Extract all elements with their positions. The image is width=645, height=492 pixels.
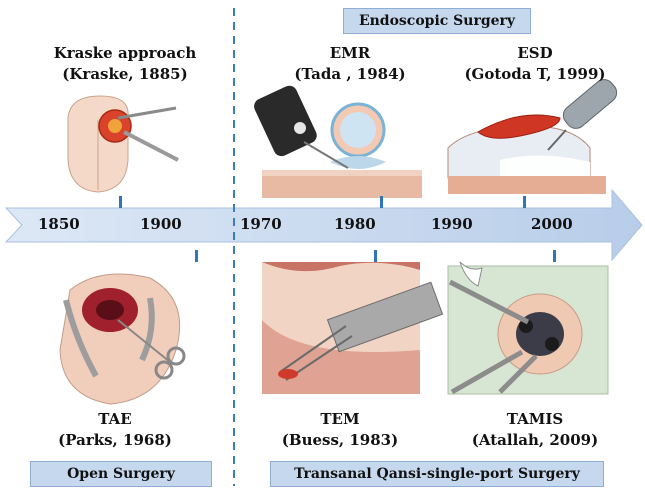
emr-illustration bbox=[251, 83, 422, 198]
tem-ref: (Buess, 1983) bbox=[270, 431, 410, 450]
esd-illustration bbox=[448, 76, 621, 194]
esd-ref: (Gotoda T, 1999) bbox=[455, 65, 615, 84]
kraske-tick bbox=[119, 196, 122, 208]
endoscopic-surgery-label: Endoscopic Surgery bbox=[343, 8, 531, 34]
kraske-title: Kraske approach bbox=[40, 44, 210, 63]
year-label-1970: 1970 bbox=[240, 215, 282, 233]
tamis-illustration bbox=[448, 262, 608, 394]
esd-title: ESD bbox=[490, 44, 580, 63]
year-label-1900: 1900 bbox=[140, 215, 182, 233]
year-label-1850: 1850 bbox=[38, 215, 80, 233]
kraske-ref: (Kraske, 1885) bbox=[40, 65, 210, 84]
emr-title: EMR bbox=[290, 44, 410, 63]
tae-illustration bbox=[60, 274, 184, 404]
kraske-illustration bbox=[68, 96, 178, 192]
tamis-tick bbox=[553, 250, 556, 262]
year-label-2000: 2000 bbox=[531, 215, 573, 233]
emr-ref: (Tada , 1984) bbox=[275, 65, 425, 84]
tem-illustration bbox=[262, 262, 442, 394]
tem-tick bbox=[374, 250, 377, 262]
year-label-1990: 1990 bbox=[431, 215, 473, 233]
tae-tick bbox=[195, 250, 198, 262]
tamis-title: TAMIS bbox=[480, 410, 590, 429]
year-label-1980: 1980 bbox=[334, 215, 376, 233]
transanal-surgery-label: Transanal Qansi-single-port Surgery bbox=[270, 461, 604, 487]
tem-title: TEM bbox=[285, 410, 395, 429]
emr-tick bbox=[380, 196, 383, 208]
open-surgery-label: Open Surgery bbox=[30, 461, 212, 487]
esd-tick bbox=[523, 196, 526, 208]
tae-title: TAE bbox=[60, 410, 170, 429]
tamis-ref: (Atallah, 2009) bbox=[460, 431, 610, 450]
tae-ref: (Parks, 1968) bbox=[50, 431, 180, 450]
